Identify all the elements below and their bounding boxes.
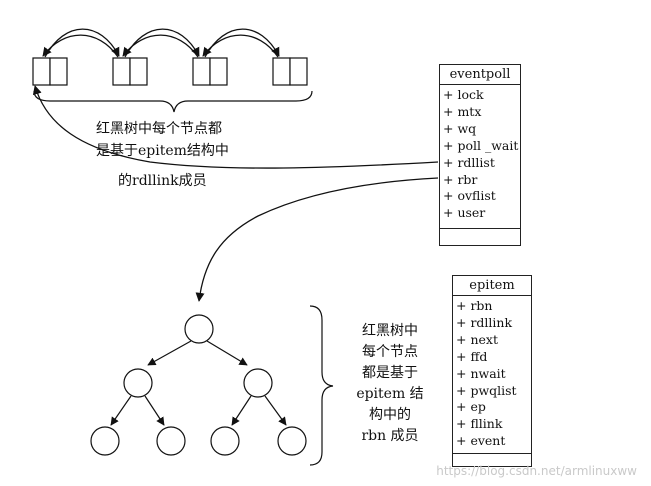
epitem-methods-section xyxy=(453,453,531,466)
epitem-struct-box: epitem + rbn + rdllink + next + ffd + nw… xyxy=(452,275,532,467)
eventpoll-title: eventpoll xyxy=(440,65,520,85)
tree-note: 红黑树中 每个节点 都是基于 epitem 结 构中的 rbn 成员 xyxy=(345,321,435,447)
epitem-field-ep: + ep xyxy=(456,399,486,415)
eventpoll-field-lock: + lock xyxy=(443,87,484,102)
tree-note-line-2: 每个节点 xyxy=(362,344,418,360)
list-links xyxy=(42,28,280,58)
list-node-1 xyxy=(32,57,68,86)
epitem-field-nwait: + nwait xyxy=(456,365,506,381)
epitem-title: epitem xyxy=(453,276,531,296)
tree-note-line-3: 都是基于 xyxy=(362,365,418,381)
watermark-url: https://blog.csdn.net/armlinuxww xyxy=(436,464,637,478)
list-node-3 xyxy=(192,57,228,86)
eventpoll-methods-section xyxy=(440,228,520,245)
tree-note-line-1: 红黑树中 xyxy=(362,323,418,339)
epitem-field-pwqlist: + pwqlist xyxy=(456,382,517,398)
eventpoll-field-rbr: + rbr xyxy=(443,171,478,187)
eventpoll-field-poll-wait: + poll _wait xyxy=(443,137,519,153)
list-note-line-3: 的rdllink成员 xyxy=(118,173,207,189)
list-node-2 xyxy=(112,57,148,86)
eventpoll-struct-box: eventpoll + lock + mtx + wq + poll _wait… xyxy=(439,64,521,246)
eventpoll-field-user: + user xyxy=(443,205,486,221)
tree-note-line-4: epitem 结 xyxy=(356,386,424,402)
list-brace xyxy=(33,90,313,113)
epitem-field-event: + event xyxy=(456,433,506,449)
tree-node-root xyxy=(184,314,214,344)
tree-node-leaf-4 xyxy=(277,426,307,456)
eventpoll-field-ovflist: + ovflist xyxy=(443,188,496,204)
tree-node-leaf-1 xyxy=(90,426,120,456)
epitem-field-fllink: + fllink xyxy=(456,416,503,432)
epitem-field-rdllink: + rdllink xyxy=(456,314,513,330)
epitem-field-next: + next xyxy=(456,331,498,347)
tree-node-leaf-3 xyxy=(210,426,240,456)
list-note-line-1: 红黑树中每个节点都 xyxy=(96,121,222,137)
tree-brace xyxy=(309,305,334,466)
eventpoll-field-mtx: + mtx xyxy=(443,103,482,119)
tree-edges xyxy=(110,340,287,426)
tree-node-leaf-2 xyxy=(156,426,186,456)
tree-note-line-6: rbn 成员 xyxy=(361,428,419,444)
eventpoll-field-list: + lock + mtx + wq + poll _wait + rdllist… xyxy=(440,85,520,222)
rbr-arrow xyxy=(195,177,439,302)
tree-node-right xyxy=(243,368,273,398)
list-note-line-2: 是基于epitem结构中 xyxy=(96,143,229,159)
tree-node-left xyxy=(123,368,153,398)
epitem-field-list: + rbn + rdllink + next + ffd + nwait + p… xyxy=(453,296,531,450)
epitem-field-ffd: + ffd xyxy=(456,348,488,364)
rdllist-arrow xyxy=(32,85,439,169)
tree-note-line-5: 构中的 xyxy=(369,407,411,423)
epitem-field-rbn: + rbn xyxy=(456,298,493,313)
eventpoll-field-rdllist: + rdllist xyxy=(443,154,495,170)
list-node-4 xyxy=(272,57,308,86)
eventpoll-field-wq: + wq xyxy=(443,120,477,136)
